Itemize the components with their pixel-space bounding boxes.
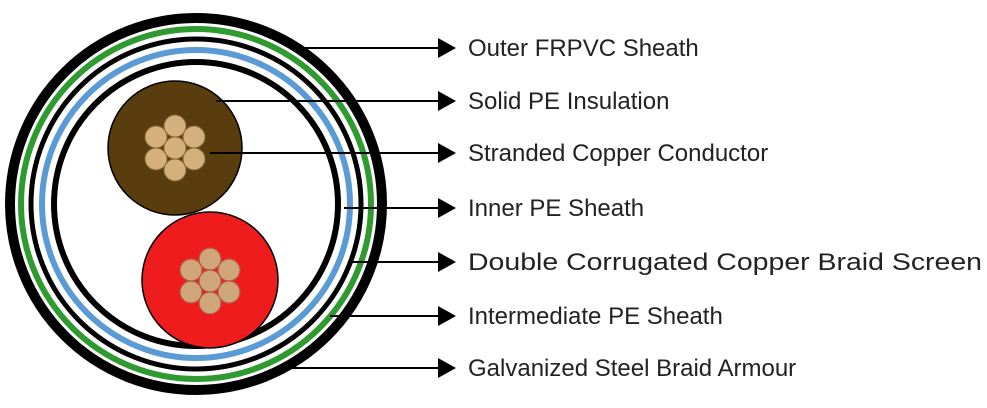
copper-strand (144, 147, 168, 171)
armour-black-ring (28, 36, 364, 372)
copper-strand (198, 247, 222, 271)
copper-strand (182, 147, 206, 171)
callout-leaders (210, 38, 456, 378)
copper-strand (198, 291, 222, 315)
copper-strand (163, 114, 187, 138)
arrowhead-icon (438, 306, 456, 326)
label-inner-pe-sheath: Inner PE Sheath (468, 195, 644, 222)
copper-strand (179, 280, 203, 304)
copper-strand (163, 158, 187, 182)
copper-strand (198, 269, 222, 293)
callout-labels: Outer FRPVC Sheath Solid PE Insulation S… (468, 35, 982, 382)
brown-core-copper-strands (144, 114, 206, 182)
brown-core (107, 80, 243, 216)
arrowhead-icon (438, 143, 456, 163)
copper-strand (217, 280, 241, 304)
label-outer-frpvc-sheath: Outer FRPVC Sheath (468, 35, 699, 62)
copper-braid-screen-blue-ring (39, 47, 353, 361)
red-core (141, 211, 279, 349)
label-stranded-copper-conductor: Stranded Copper Conductor (468, 140, 768, 167)
copper-strand (217, 258, 241, 282)
red-core-copper-strands (179, 247, 241, 315)
copper-strand (179, 258, 203, 282)
copper-strand (144, 125, 168, 149)
arrowhead-icon (438, 252, 456, 272)
label-galvanized-steel-braid-armour: Galvanized Steel Braid Armour (468, 355, 796, 382)
galvanized-steel-armour-green-ring (18, 26, 374, 382)
copper-strand (182, 125, 206, 149)
arrowhead-icon (438, 358, 456, 378)
arrowhead-icon (438, 91, 456, 111)
cable-cross-section (5, 13, 387, 395)
label-solid-pe-insulation: Solid PE Insulation (468, 88, 669, 115)
copper-strand (163, 136, 187, 160)
arrowhead-icon (438, 38, 456, 58)
label-double-corrugated-copper-braid-screen: Double Corrugated Copper Braid Screen (468, 249, 982, 276)
label-intermediate-pe-sheath: Intermediate PE Sheath (468, 303, 723, 330)
arrowhead-icon (438, 198, 456, 218)
